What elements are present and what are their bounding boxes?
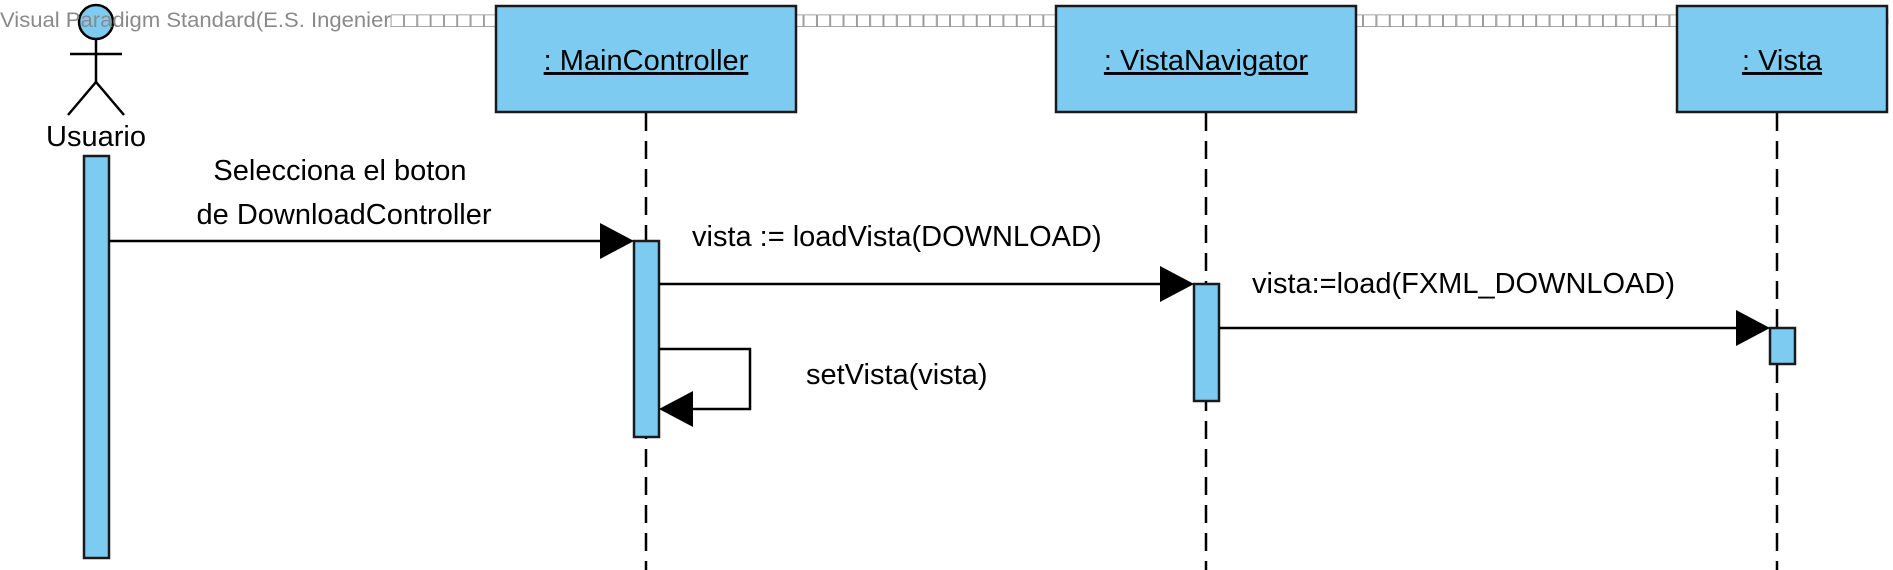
activation-vista-navigator xyxy=(1192,282,1221,403)
message-label: vista := loadVista(DOWNLOAD) xyxy=(692,221,1102,253)
message-set-vista[interactable]: setVista(vista) xyxy=(659,347,988,427)
activation-vista xyxy=(1768,326,1797,366)
object-label: : VistaNavigator xyxy=(1104,45,1309,77)
arrowhead-icon xyxy=(1160,266,1194,302)
watermark: Visual Paradigm Standard(E.S. Ingenier□□… xyxy=(0,9,1890,32)
actor-usuario[interactable]: Usuario xyxy=(46,3,146,153)
lifeline-header-main-controller[interactable]: : MainController xyxy=(494,4,798,114)
object-box xyxy=(494,4,798,114)
message-label-line2: de DownloadController xyxy=(197,199,492,231)
lifeline-header-vista-navigator[interactable]: : VistaNavigator xyxy=(1054,4,1358,114)
object-label: : MainController xyxy=(544,45,749,77)
object-box xyxy=(1675,4,1889,114)
actor-left-leg xyxy=(67,81,97,116)
message-load-fxml[interactable]: vista:=load(FXML_DOWNLOAD) xyxy=(1219,268,1770,346)
object-box xyxy=(1054,4,1358,114)
message-load-vista[interactable]: vista := loadVista(DOWNLOAD) xyxy=(659,221,1194,302)
arrowhead-icon xyxy=(1736,310,1770,346)
arrowhead-icon xyxy=(659,391,693,427)
actor-right-leg xyxy=(95,81,125,116)
actor-label: Usuario xyxy=(46,121,146,153)
activation-main-controller xyxy=(632,239,661,439)
lifeline-header-vista[interactable]: : Vista xyxy=(1675,4,1889,114)
message-label: vista:=load(FXML_DOWNLOAD) xyxy=(1252,268,1675,300)
object-label: : Vista xyxy=(1742,45,1823,77)
message-selecciona-boton[interactable]: Selecciona el boton de DownloadControlle… xyxy=(109,155,634,259)
message-label: setVista(vista) xyxy=(806,359,988,391)
message-line xyxy=(659,347,752,411)
activation-usuario xyxy=(82,154,111,560)
message-label-line1: Selecciona el boton xyxy=(213,155,466,187)
arrowhead-icon xyxy=(600,223,634,259)
